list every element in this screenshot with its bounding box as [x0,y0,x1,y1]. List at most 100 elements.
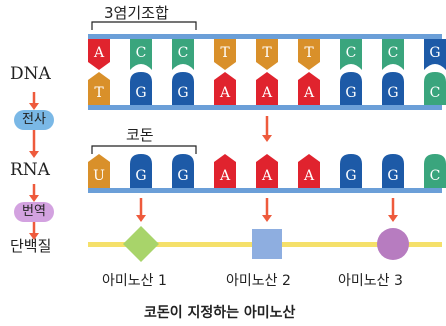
arrows [29,92,398,240]
rna-base-shape [424,154,446,188]
transcription-to-rna-arrow [29,130,39,158]
dna-top-base-letter: T [262,45,272,61]
dna-top-base-shape [172,39,194,70]
rna-base-5: A [256,154,278,188]
codon-2-arrow [262,198,272,222]
amino-acid-3-circle [377,228,409,260]
dna-bottom-base-shape [298,72,320,105]
rna-base-shape [214,154,236,188]
dna-top-base-1: A [88,39,110,70]
dna-bottom-base-6: A [298,72,320,105]
amino-acid-1-label: 아미노산 1 [102,273,167,289]
dna-to-rna-arrow [262,116,272,142]
dna-to-transcription-arrow [29,92,39,110]
dna-top-base-shape [424,39,446,70]
dna-top-base-5: T [256,39,278,70]
rna-label: RNA [10,160,50,180]
dna-bottom-base-5: A [256,72,278,105]
triplet-label: 3염기조합 [104,4,169,22]
amino-acid-3-label: 아미노산 3 [338,273,403,289]
rna-base-shape [256,154,278,188]
rna-base-letter: A [219,168,231,184]
rna-base-letter: U [93,168,105,184]
rna-base-shape [88,154,110,188]
amino-acids [123,226,409,262]
dna-bottom-base-letter: G [387,85,398,101]
dna-bottom-base-letter: C [430,85,441,101]
dna-bottom-base-letter: A [303,85,315,101]
dna-bottom-base-1: T [88,72,110,105]
rna-to-translation-arrow [29,184,39,202]
dna-top-base-letter: T [220,45,230,61]
dna-top-base-3: C [172,39,194,70]
codon-3-arrow [388,198,398,222]
rna-base-9: C [424,154,446,188]
codon-1-arrow [136,198,146,222]
dna-bottom-base-2: G [130,72,152,105]
dna-top-base-letter: C [346,45,357,61]
rna-base-letter: C [430,168,441,184]
rna-base-4: A [214,154,236,188]
rna-base-shape [130,154,152,188]
dna-top-base-shape [382,39,404,70]
dna-bottom-base-shape [214,72,236,105]
dna-bottom-base-letter: T [94,85,104,101]
rna-backbone [88,188,442,193]
dna-top-base-6: T [298,39,320,70]
dna-bottom-base-letter: A [219,85,231,101]
rna-base-7: G [340,154,362,188]
dna-top-base-shape [88,39,110,70]
dna-bottom-base-letter: G [345,85,356,101]
dna-bottom-base-letter: G [177,85,188,101]
dna-bottom-base-shape [340,72,362,105]
dna-bottom-backbone [88,105,442,110]
dna-bottom-base-shape [88,72,110,105]
rna-base-8: G [382,154,404,188]
dna-top-base-shape [340,39,362,70]
rna-base-shape [298,154,320,188]
codon-bracket [91,145,197,154]
dna-bottom-base-letter: A [261,85,273,101]
dna-top-base-8: C [382,39,404,70]
amino-acid-2-square [252,229,282,259]
dna-top-base-7: C [340,39,362,70]
dna-top-base-letter: C [388,45,399,61]
rna-base-1: U [88,154,110,188]
dna-bottom-base-7: G [340,72,362,105]
dna-bottom-base-shape [424,72,446,105]
rna-base-letter: G [135,168,146,184]
dna-bottom-base-3: G [172,72,194,105]
dna-top-backbone [88,34,442,39]
dna-top-base-letter: G [429,45,440,61]
rna-base-3: G [172,154,194,188]
dna-top-base-shape [256,39,278,70]
rna-base-shape [340,154,362,188]
dna-top-base-shape [298,39,320,70]
dna-top-base-shape [130,39,152,70]
rna-base-letter: G [387,168,398,184]
translation-to-protein-arrow [29,222,39,240]
rna-base-letter: A [303,168,315,184]
dna-top-base-shape [214,39,236,70]
rna-base-shape [382,154,404,188]
dna-top-base-9: G [424,39,446,70]
dna-bottom-base-shape [130,72,152,105]
dna-bottom-base-shape [256,72,278,105]
rna-base-2: G [130,154,152,188]
dna-top-base-letter: C [136,45,147,61]
dna-top-base-2: C [130,39,152,70]
protein-label: 단백질 [10,237,52,255]
rna-base-shape [172,154,194,188]
dna-top-base-4: T [214,39,236,70]
rna-base-letter: A [261,168,273,184]
dna-label: DNA [10,64,51,84]
rna-base-6: A [298,154,320,188]
amino-acid-1-diamond [123,226,159,262]
caption: 코돈이 지정하는 아미노산 [144,305,296,321]
rna-base-letter: G [345,168,356,184]
dna-bottom-base-8: G [382,72,404,105]
